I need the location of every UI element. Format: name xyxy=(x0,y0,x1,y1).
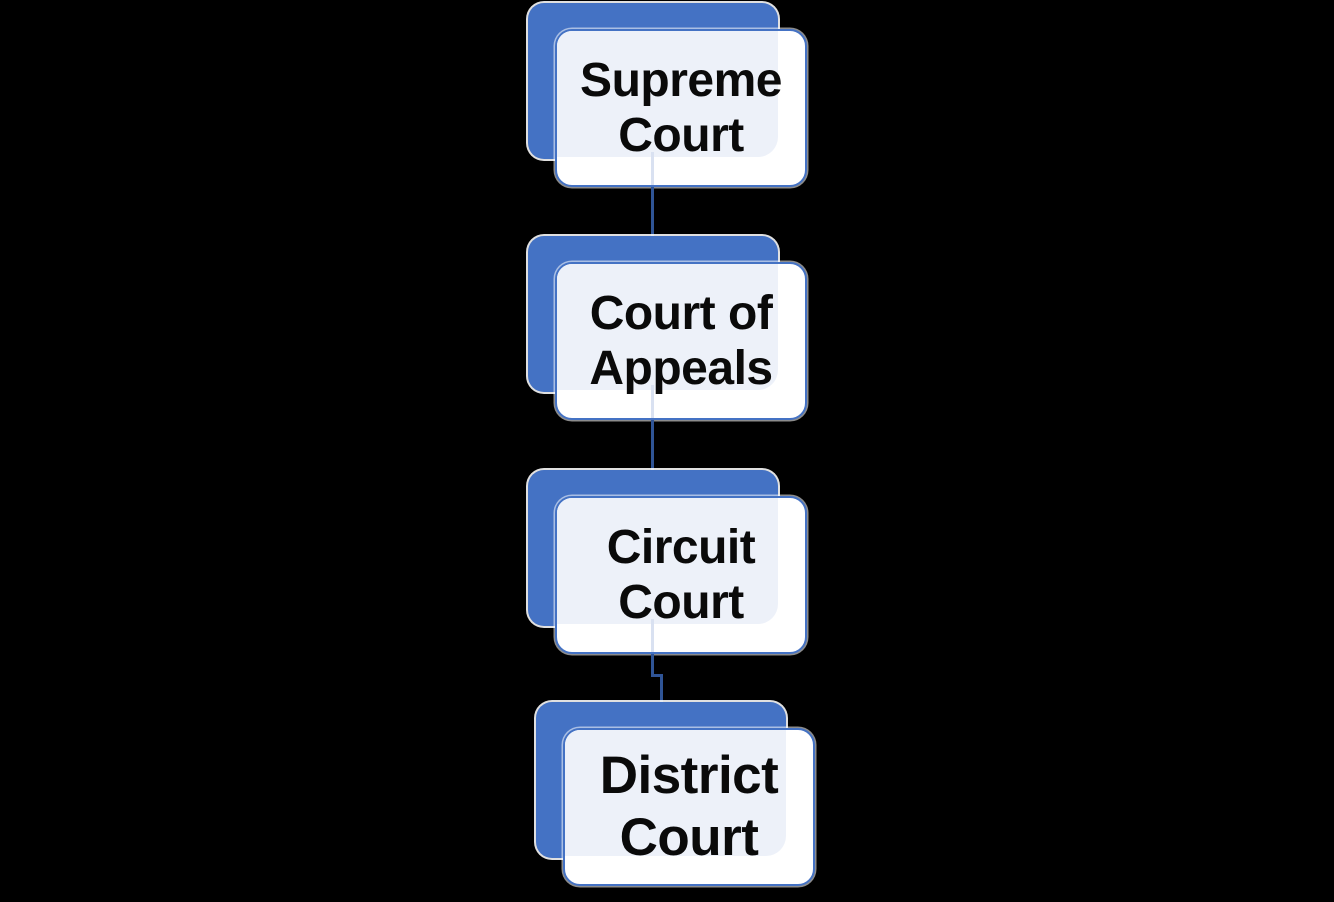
connector-appeals-to-circuit xyxy=(651,420,654,470)
node-court-of-appeals: Court of Appeals xyxy=(528,236,807,420)
node-front-shape: Court of Appeals xyxy=(555,262,807,420)
node-tint-overlay xyxy=(565,730,786,856)
node-tint-overlay xyxy=(557,31,778,157)
node-front-shape: Supreme Court xyxy=(555,29,807,187)
connector-stub xyxy=(651,619,654,652)
connector-circuit-to-district-elbow xyxy=(651,674,663,677)
node-label: District Court xyxy=(599,746,779,867)
node-circuit-court: Circuit Court xyxy=(528,470,807,654)
node-label: Supreme Court xyxy=(580,53,782,162)
node-supreme-court: Supreme Court xyxy=(528,3,807,187)
node-tint-overlay xyxy=(557,264,778,390)
node-district-court: District Court xyxy=(536,702,815,886)
connector-circuit-to-district-upper xyxy=(651,654,654,676)
node-label: Court of Appeals xyxy=(589,286,773,395)
connector-supreme-to-appeals xyxy=(651,187,654,236)
node-front-shape: Circuit Court xyxy=(555,496,807,654)
node-tint-overlay xyxy=(557,498,778,624)
connector-circuit-to-district-lower xyxy=(660,676,663,703)
node-label: Circuit Court xyxy=(606,520,756,629)
connector-stub xyxy=(651,152,654,185)
node-front-shape: District Court xyxy=(563,728,815,886)
connector-stub xyxy=(651,385,654,418)
